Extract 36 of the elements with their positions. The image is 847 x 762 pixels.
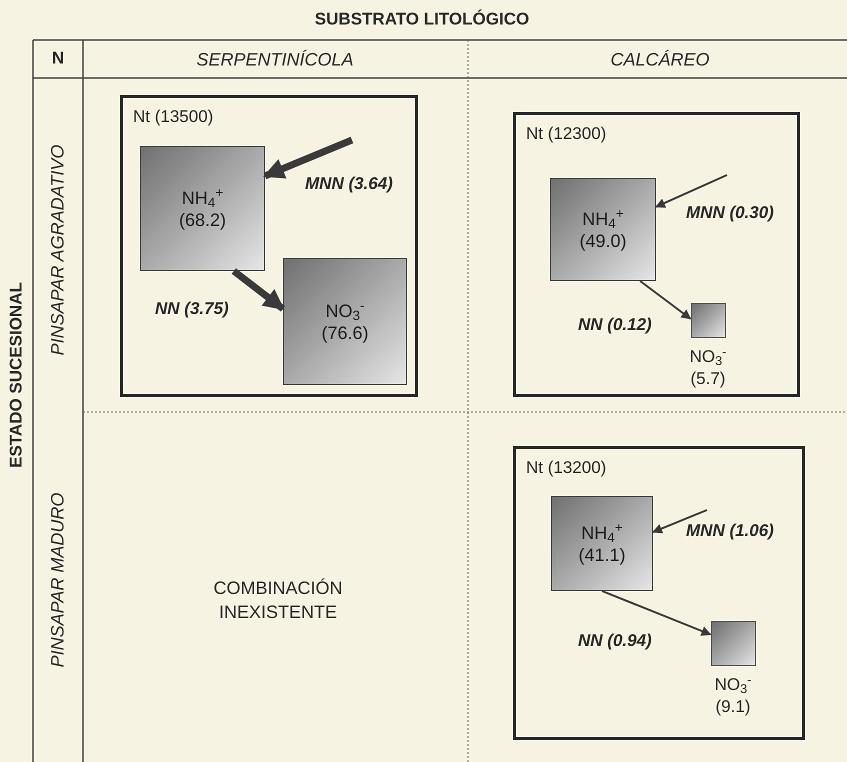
- edge-label: NN (3.75): [155, 298, 229, 320]
- table-note: COMBINACIÓN INEXISTENTE: [212, 577, 344, 624]
- pool-square: [283, 258, 407, 385]
- column-heading: N: [52, 47, 64, 70]
- column-heading: CALCÁREO: [610, 48, 710, 72]
- nitrogen-panel: [513, 112, 800, 397]
- row-heading: PINSAPAR MADURO: [46, 492, 68, 668]
- arrow: [655, 174, 728, 208]
- arrow: [263, 136, 354, 180]
- total-label: Nt (13200): [526, 457, 606, 479]
- amount-value: (9.1): [716, 696, 750, 718]
- column-heading: SERPENTINÍCOLA: [196, 48, 354, 72]
- total-label: Nt (12300): [526, 123, 606, 145]
- nitrogen-panel: [513, 446, 805, 740]
- pool-square: [550, 178, 656, 281]
- edge-label: NN (0.94): [578, 630, 652, 652]
- arrow: [602, 590, 712, 636]
- amount-value: (41.1): [578, 544, 626, 566]
- edge-label: MNN (0.30): [686, 202, 774, 224]
- row-group-heading: ESTADO SUCESIONAL: [5, 282, 26, 468]
- total-label: Nt (13500): [133, 106, 214, 128]
- arrow: [232, 268, 286, 312]
- amount-value: (76.6): [321, 322, 369, 344]
- arrow: [640, 280, 692, 320]
- amount-value: (5.7): [690, 368, 726, 390]
- edge-label: MNN (1.06): [686, 520, 774, 542]
- arrow: [652, 509, 708, 534]
- edge-label: MNN (3.64): [305, 173, 393, 195]
- nitrogen-panel: [120, 95, 418, 397]
- edge-label: NN (0.12): [578, 314, 652, 336]
- column-group-heading: SUBSTRATO LITOLÓGICO: [314, 8, 530, 30]
- amount-value: (68.2): [178, 208, 226, 230]
- amount-value: (49.0): [579, 230, 627, 252]
- row-heading: PINSAPAR AGRADATIVO: [46, 144, 68, 356]
- pool-square: [551, 496, 653, 591]
- pool-square: [140, 146, 265, 271]
